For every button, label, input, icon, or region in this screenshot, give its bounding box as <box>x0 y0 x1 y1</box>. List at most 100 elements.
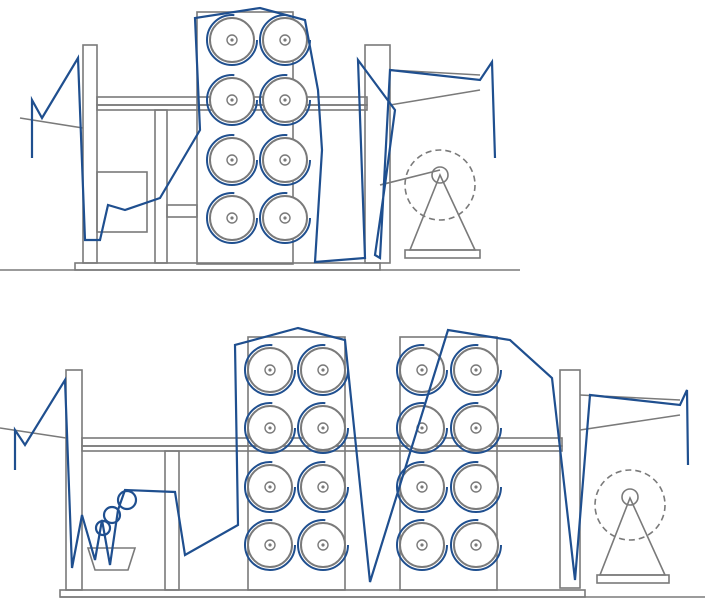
unwind-stand-upper <box>408 172 477 251</box>
unwind-lever-upper <box>379 169 441 186</box>
cylinder-tower-a <box>247 336 346 591</box>
cylinder-b-3-left-hub <box>416 539 428 551</box>
cylinder-tower-b <box>399 336 498 591</box>
accumulator-tray <box>86 547 137 571</box>
cylinder-a-3-right-web-wrap <box>297 519 349 571</box>
guide-roller-lower-1 <box>116 489 138 511</box>
cylinder-b-3-left-axle <box>420 543 424 547</box>
cylinder-b-0-left-axle <box>420 368 424 372</box>
cylinder-tower-upper <box>196 11 294 265</box>
cylinder-b-0-right-hub <box>470 364 482 376</box>
unwind-base-upper <box>404 249 481 259</box>
cylinder-b-1-left-axle <box>420 426 424 430</box>
cylinder-upper-2-left-hub <box>226 154 238 166</box>
cylinder-b-1-right-axle <box>474 426 478 430</box>
cylinder-b-2-left-hub <box>416 481 428 493</box>
cylinder-a-2-left-axle <box>268 485 272 489</box>
cylinder-b-0-right-web-wrap <box>450 344 502 396</box>
unwind-arm-lower-b <box>579 414 681 431</box>
cylinder-a-0-left-axle <box>268 368 272 372</box>
cylinder-a-1-left-axle <box>268 426 272 430</box>
cylinder-a-2-left-web-wrap <box>244 461 296 513</box>
unwind-shaft-upper <box>431 166 449 184</box>
cylinder-upper-2-left-axle <box>230 158 234 162</box>
cylinder-a-0-left-web-wrap <box>244 344 296 396</box>
cylinder-b-2-left-web-wrap <box>396 461 448 513</box>
cylinder-upper-3-left-axle <box>230 216 234 220</box>
cylinder-a-2-left-hub <box>264 481 276 493</box>
cylinder-upper-3-left-hub <box>226 212 238 224</box>
machine-frames <box>0 11 705 598</box>
unwind-roll-upper <box>404 149 476 221</box>
right-post-lower <box>559 369 581 589</box>
unwind-shaft-lower <box>621 488 639 506</box>
cylinder-upper-2-right-hub <box>279 154 291 166</box>
cylinder-upper-0-right-hub <box>279 34 291 46</box>
cylinder-upper-2-right-web-wrap <box>259 134 311 186</box>
cylinder-a-1-right-hub <box>317 422 329 434</box>
cylinder-a-3-left-web-wrap <box>244 519 296 571</box>
cylinder-b-0-left-web-wrap <box>396 344 448 396</box>
cylinder-a-3-right-hub <box>317 539 329 551</box>
cylinder-b-1-right-hub <box>470 422 482 434</box>
cylinder-a-0-left-hub <box>264 364 276 376</box>
web-path-upper <box>30 6 497 264</box>
base-plate-upper <box>74 262 381 271</box>
cylinder-upper-3-left-web-wrap <box>206 192 258 244</box>
cylinder-upper-2-right-axle <box>283 158 287 162</box>
inner-post-upper <box>154 109 168 264</box>
cylinder-b-3-right-hub <box>470 539 482 551</box>
cylinder-b-0-right-axle <box>474 368 478 372</box>
cylinder-upper-3-right-hub <box>279 212 291 224</box>
cylinder-b-2-left-axle <box>420 485 424 489</box>
cylinder-b-0-left-hub <box>416 364 428 376</box>
cylinder-b-2-right-hub <box>470 481 482 493</box>
cylinder-upper-1-right-hub <box>279 94 291 106</box>
cylinder-a-1-left-hub <box>264 422 276 434</box>
cylinder-upper-1-right-web-wrap <box>259 74 311 126</box>
feed-arm-upper <box>19 117 84 129</box>
left-post-lower <box>65 369 83 591</box>
cylinder-upper-1-left-web-wrap <box>206 74 258 126</box>
cylinder-a-0-right-axle <box>321 368 325 372</box>
drying-cylinders <box>206 14 502 571</box>
cylinder-a-1-right-axle <box>321 426 325 430</box>
cylinder-b-2-right-web-wrap <box>450 461 502 513</box>
unwind-roll-lower <box>594 469 666 541</box>
cylinder-a-2-right-hub <box>317 481 329 493</box>
cylinder-b-1-left-web-wrap <box>396 402 448 454</box>
cylinder-a-2-right-web-wrap <box>297 461 349 513</box>
cylinder-upper-3-right-web-wrap <box>259 192 311 244</box>
cylinder-b-2-right-axle <box>474 485 478 489</box>
left-post-upper <box>82 44 98 264</box>
cylinder-a-1-right-web-wrap <box>297 402 349 454</box>
unwind-base-lower <box>596 574 670 584</box>
cylinder-b-3-right-axle <box>474 543 478 547</box>
cylinder-upper-0-left-web-wrap <box>206 14 258 66</box>
guide-roller-lower-2 <box>102 505 122 525</box>
cylinder-upper-1-right-axle <box>283 98 287 102</box>
cylinder-upper-0-right-axle <box>283 38 287 42</box>
cylinder-upper-2-left-web-wrap <box>206 134 258 186</box>
cylinder-b-1-right-web-wrap <box>450 402 502 454</box>
unwind-arm-lower-upper <box>389 89 481 106</box>
cylinder-a-3-left-axle <box>268 543 272 547</box>
cylinder-a-0-right-hub <box>317 364 329 376</box>
cylinder-a-3-right-axle <box>321 543 325 547</box>
cylinder-upper-1-left-axle <box>230 98 234 102</box>
cylinder-a-2-right-axle <box>321 485 325 489</box>
web-path <box>13 6 690 583</box>
cylinder-a-3-left-hub <box>264 539 276 551</box>
cylinder-upper-0-left-hub <box>226 34 238 46</box>
cylinder-b-3-right-web-wrap <box>450 519 502 571</box>
unwind-stand-lower <box>598 495 667 576</box>
web-path-lower <box>13 326 690 583</box>
cylinder-b-3-left-web-wrap <box>396 519 448 571</box>
cylinder-upper-1-left-hub <box>226 94 238 106</box>
cross-beam-upper <box>166 204 198 218</box>
cylinder-upper-0-left-axle <box>230 38 234 42</box>
guide-roller-lower-3 <box>94 519 112 537</box>
cylinder-a-1-left-web-wrap <box>244 402 296 454</box>
base-plate-lower <box>59 589 586 598</box>
